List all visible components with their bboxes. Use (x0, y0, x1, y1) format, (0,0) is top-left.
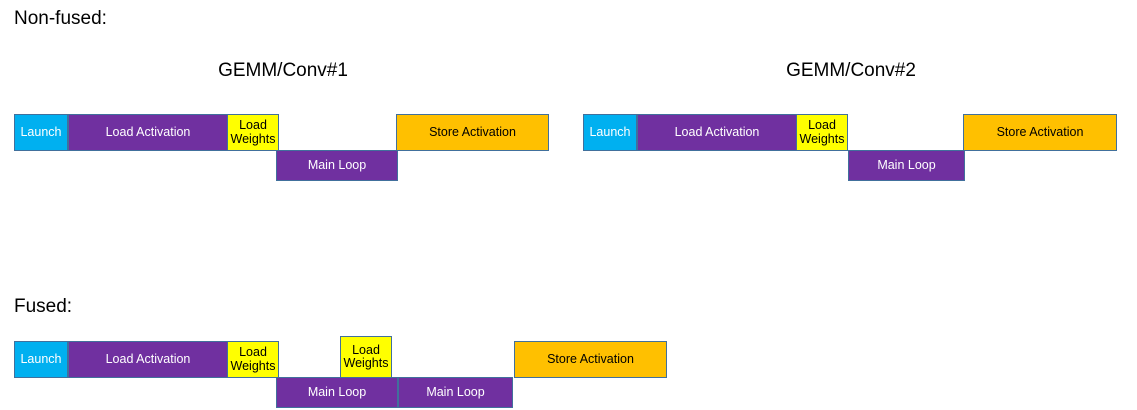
bar-launch-gemm1: Launch (14, 114, 68, 151)
bar-load-weights-gemm1: Load Weights (227, 114, 279, 151)
bar-main-loop-gemm1: Main Loop (276, 150, 398, 181)
bar-store-activation-gemm1: Store Activation (396, 114, 549, 151)
bar-store-activation-gemm2: Store Activation (963, 114, 1117, 151)
bar-load-activation-gemm1: Load Activation (68, 114, 228, 151)
section-label-fused: Fused: (14, 296, 73, 317)
section-label-non-fused: Non-fused: (14, 8, 107, 29)
bar-main-loop-fused-2: Main Loop (398, 377, 513, 408)
bar-launch-gemm2: Launch (583, 114, 637, 151)
bar-load-weights-fused-1: Load Weights (227, 341, 279, 378)
group-title-gemm-conv-2: GEMM/Conv#2 (786, 60, 916, 81)
bar-main-loop-gemm2: Main Loop (848, 150, 965, 181)
bar-load-activation-fused: Load Activation (68, 341, 228, 378)
bar-load-activation-gemm2: Load Activation (637, 114, 797, 151)
bar-store-activation-fused: Store Activation (514, 341, 667, 378)
bar-load-weights-fused-2: Load Weights (340, 336, 392, 378)
bar-load-weights-gemm2: Load Weights (796, 114, 848, 151)
bar-main-loop-fused-1: Main Loop (276, 377, 398, 408)
bar-launch-fused: Launch (14, 341, 68, 378)
group-title-gemm-conv-1: GEMM/Conv#1 (218, 60, 348, 81)
